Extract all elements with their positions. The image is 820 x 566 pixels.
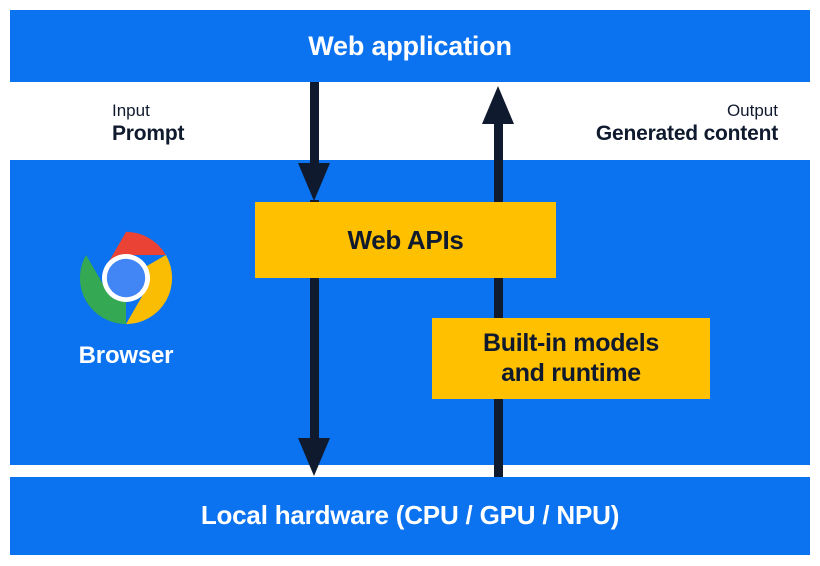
input-value-label: Prompt bbox=[112, 122, 185, 146]
prompt-arrow-shaft-lower bbox=[310, 200, 319, 442]
web-application-band bbox=[10, 10, 810, 82]
prompt-arrow-head-upper bbox=[298, 163, 330, 201]
local-hardware-band bbox=[10, 477, 810, 555]
browser-label: Browser bbox=[78, 342, 174, 369]
input-label-group: Input Prompt bbox=[112, 100, 185, 148]
prompt-arrow-head-lower bbox=[298, 438, 330, 476]
builtin-models-line-2: and runtime bbox=[501, 358, 641, 387]
web-apis-card-label: Web APIs bbox=[347, 224, 464, 255]
local-hardware-title: Local hardware (CPU / GPU / NPU) bbox=[200, 500, 620, 530]
output-value-label: Generated content bbox=[595, 122, 778, 146]
output-arrow-shaft-lower bbox=[494, 318, 503, 480]
input-kind-label: Input bbox=[112, 101, 150, 120]
chrome-logo-icon bbox=[79, 231, 173, 325]
output-arrow-head bbox=[482, 86, 514, 124]
web-application-title: Web application bbox=[308, 31, 512, 61]
browser-group: Browser bbox=[60, 230, 192, 370]
output-kind-label: Output bbox=[726, 101, 778, 120]
builtin-models-line-1: Built-in models bbox=[482, 329, 660, 357]
builtin-models-card: Built-in models and runtime bbox=[432, 318, 710, 399]
builtin-models-card-label: Built-in models and runtime bbox=[483, 329, 659, 388]
web-apis-card: Web APIs bbox=[255, 202, 556, 278]
output-label-group: Output Generated content bbox=[596, 100, 778, 148]
prompt-arrow-shaft-upper bbox=[310, 82, 319, 170]
